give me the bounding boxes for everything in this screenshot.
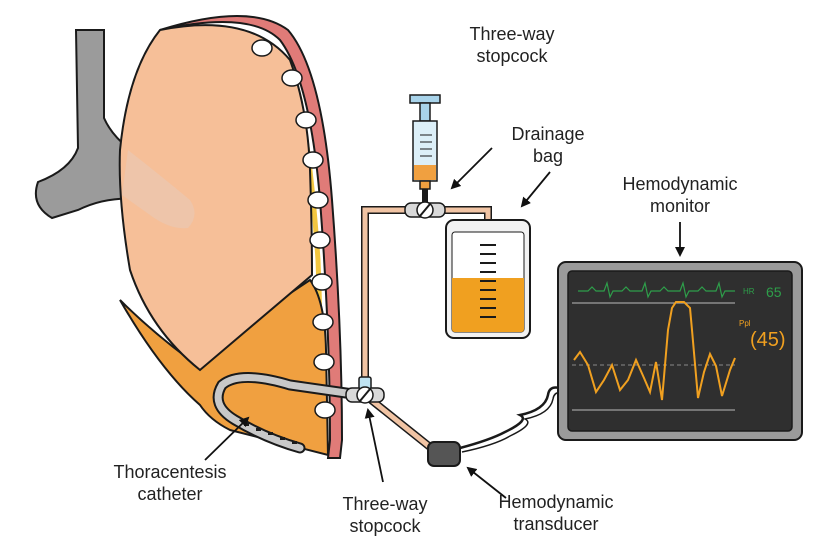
stopcock-bottom bbox=[345, 376, 385, 404]
ribs bbox=[251, 39, 336, 419]
rib bbox=[302, 151, 324, 169]
syringe-plunger-rod bbox=[419, 102, 431, 122]
rib bbox=[251, 39, 273, 57]
tubing-fill bbox=[363, 393, 442, 457]
arrow-stopcock-top bbox=[450, 147, 493, 190]
arrow-stopcock-bottom bbox=[364, 408, 384, 483]
transducer-label-1: Hemodynamic bbox=[498, 492, 613, 512]
arrows bbox=[204, 147, 685, 499]
rib bbox=[312, 313, 334, 331]
rib bbox=[281, 69, 303, 87]
arrow-drainage-bag bbox=[520, 171, 551, 208]
monitor-screen bbox=[567, 270, 793, 432]
bronchus-faded bbox=[122, 150, 195, 229]
chest-wall bbox=[159, 15, 344, 459]
catheter-label-1: Thoracentesis bbox=[113, 462, 226, 482]
ppl-value: (45) bbox=[750, 329, 786, 351]
stopcock-top bbox=[404, 201, 446, 219]
rib bbox=[313, 353, 335, 371]
ppl-label: Ppl bbox=[739, 319, 751, 328]
hemodynamic-transducer bbox=[427, 441, 461, 467]
rib bbox=[309, 231, 331, 249]
transducer-cable-2 bbox=[461, 391, 576, 453]
syringe-tip bbox=[419, 180, 431, 190]
stopcock-top-label-2: stopcock bbox=[476, 46, 548, 66]
monitor-label-2: monitor bbox=[650, 196, 710, 216]
transducer-label-2: transducer bbox=[513, 514, 598, 534]
hr-value: 65 bbox=[766, 284, 782, 300]
hr-label: HR bbox=[743, 287, 755, 296]
rib bbox=[307, 191, 329, 209]
syringe-plunger-cap bbox=[409, 94, 441, 104]
labels: Three-way stopcock Drainage bag Hemodyna… bbox=[113, 24, 737, 536]
syringe-fluid bbox=[414, 165, 436, 180]
rib bbox=[295, 111, 317, 129]
lung bbox=[118, 24, 314, 372]
pressure-trace bbox=[573, 301, 736, 401]
hemodynamic-monitor: HR 65 Ppl (45) bbox=[557, 261, 803, 441]
drainage-bag-label-1: Drainage bbox=[511, 124, 584, 144]
catheter-inner bbox=[214, 374, 364, 452]
drainage-bag-label-2: bag bbox=[533, 146, 563, 166]
rib bbox=[314, 401, 336, 419]
transducer-cable bbox=[459, 386, 576, 450]
syringe bbox=[409, 94, 441, 190]
ecg-trace bbox=[578, 280, 735, 299]
stopcock-bottom-label-2: stopcock bbox=[349, 516, 421, 536]
stopcock-top-label-1: Three-way bbox=[469, 24, 554, 44]
catheter-label-2: catheter bbox=[137, 484, 202, 504]
monitor-label-1: Hemodynamic bbox=[622, 174, 737, 194]
rib bbox=[311, 273, 333, 291]
arrow-catheter bbox=[204, 416, 250, 461]
stopcock-bottom-label-1: Three-way bbox=[342, 494, 427, 514]
arrow-transducer bbox=[466, 466, 507, 499]
drainage-bag bbox=[445, 219, 531, 339]
